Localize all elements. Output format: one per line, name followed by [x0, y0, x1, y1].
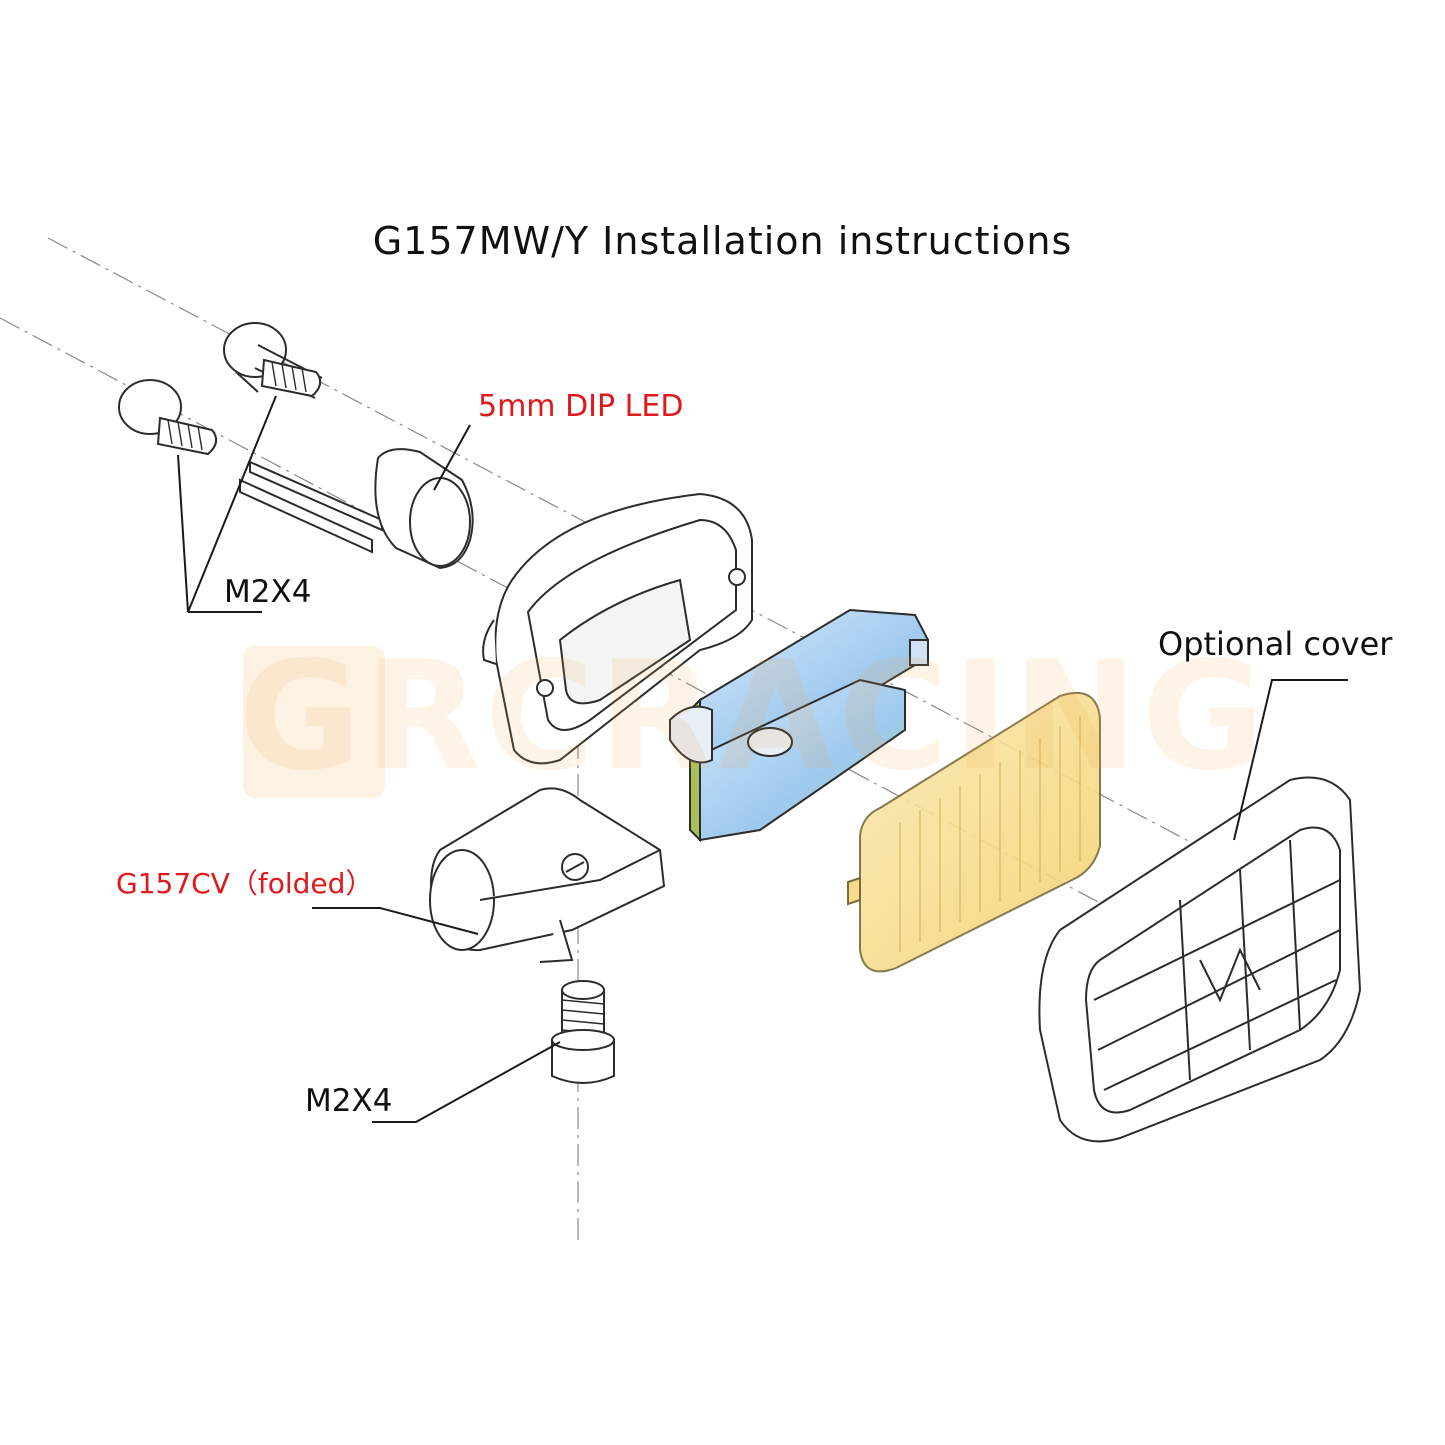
- watermark-logo: [243, 646, 385, 798]
- leader-led: [433, 424, 471, 491]
- folded-bracket-part: [429, 787, 666, 963]
- housing-part: [482, 492, 753, 765]
- label-led: 5mm DIP LED: [478, 389, 684, 424]
- screw-m2x4-lower: [118, 379, 218, 456]
- led-component: [239, 448, 474, 570]
- leader-screw-bottom: [372, 1041, 561, 1123]
- cover-part: [1038, 776, 1362, 1143]
- watermark-text: GRCRACING: [238, 630, 1269, 804]
- screw-m2x4-bottom: [551, 980, 615, 1084]
- leader-screw-top: [177, 395, 277, 613]
- label-screw-top: M2X4: [224, 574, 312, 610]
- leader-lines: [177, 395, 1348, 1123]
- lens-part: [847, 691, 1101, 973]
- page-title: G157MW/Y Installation instructions: [372, 219, 1073, 263]
- label-folded-bracket: G157CV（folded）: [116, 867, 374, 900]
- label-screw-bottom: M2X4: [305, 1083, 393, 1119]
- leader-cover: [1233, 679, 1348, 841]
- reflector-part: [669, 608, 930, 843]
- leader-folded: [312, 907, 479, 935]
- screw-m2x4-upper: [223, 322, 323, 399]
- label-optional-cover: Optional cover: [1158, 625, 1393, 663]
